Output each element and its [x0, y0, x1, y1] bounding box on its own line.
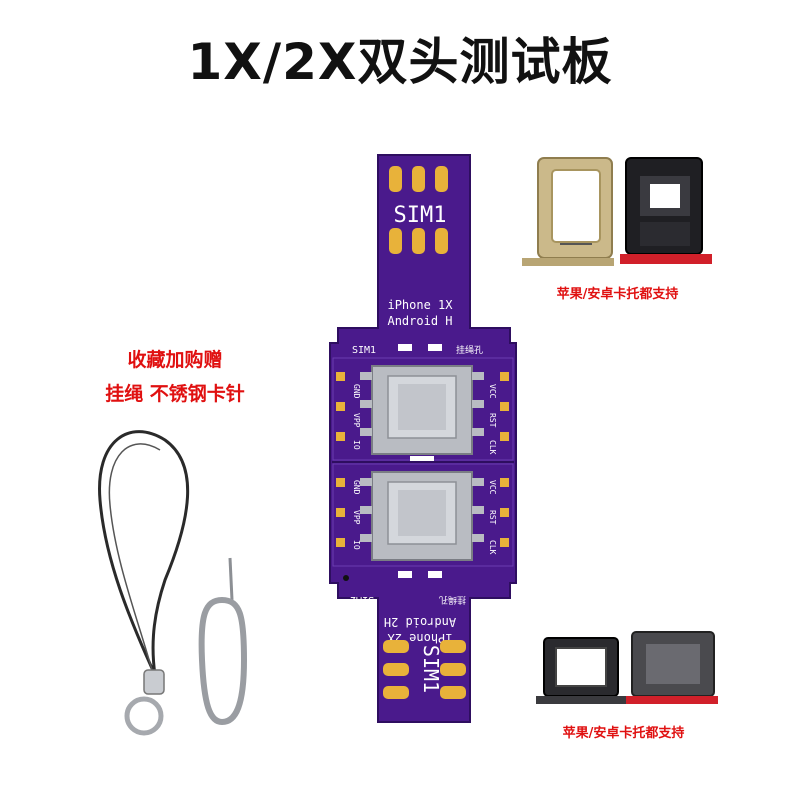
- pin-label-right-2: RST: [488, 413, 497, 428]
- tray-caption-bottom: 苹果/安卓卡托都支持: [562, 726, 685, 741]
- test-board: SIM1 iPhone 1X Android H SIM1 挂绳孔: [329, 154, 517, 723]
- hole-note-lower: 挂绳孔: [439, 594, 466, 606]
- sim-ejector-pin: [198, 557, 248, 726]
- promo-line-2: 挂绳 不锈钢卡针: [105, 383, 245, 405]
- pin-label-left-5: VPP: [352, 510, 361, 525]
- pin-label-left-1: GND: [352, 384, 361, 399]
- upper-sim-holder: [360, 365, 484, 461]
- pin-label-left-6: IO: [352, 540, 361, 550]
- page-title: 1X/2X双头测试板: [187, 33, 613, 91]
- sim-trays-top: [522, 157, 712, 266]
- upper-slot-label: SIM1: [352, 345, 376, 356]
- pin-label-right-4: VCC: [488, 480, 497, 495]
- upper-model-line2: Android H: [387, 314, 452, 328]
- side-test-points: [336, 372, 509, 547]
- pin-label-right-5: RST: [488, 510, 497, 525]
- bottom-tab-label: SIM1: [419, 645, 443, 693]
- lower-slot-label: SIM2: [350, 594, 374, 605]
- upper-model-line1: iPhone 1X: [387, 298, 453, 312]
- hole-note-upper: 挂绳孔: [456, 344, 483, 356]
- bottom-contact-pads: [383, 640, 466, 699]
- promo-line-1: 收藏加购赠: [127, 349, 223, 371]
- promo-text: 收藏加购赠 挂绳 不锈钢卡针: [60, 343, 290, 411]
- lower-model-line2: Android 2H: [384, 615, 456, 629]
- top-tab-label: SIM1: [394, 203, 447, 228]
- lanyard: [98, 430, 190, 736]
- pin-label-right-6: CLK: [488, 540, 497, 555]
- tray-caption-top: 苹果/安卓卡托都支持: [556, 287, 679, 302]
- pin-label-left-4: GND: [352, 480, 361, 495]
- pin-label-right-1: VCC: [488, 384, 497, 399]
- pin-label-right-3: CLK: [488, 440, 497, 455]
- lower-sim-holder: [360, 471, 484, 561]
- sim-trays-bottom: [536, 631, 718, 704]
- top-contact-pads: [389, 166, 448, 254]
- pin-label-left-3: IO: [352, 440, 361, 450]
- pin-label-left-2: VPP: [352, 413, 361, 428]
